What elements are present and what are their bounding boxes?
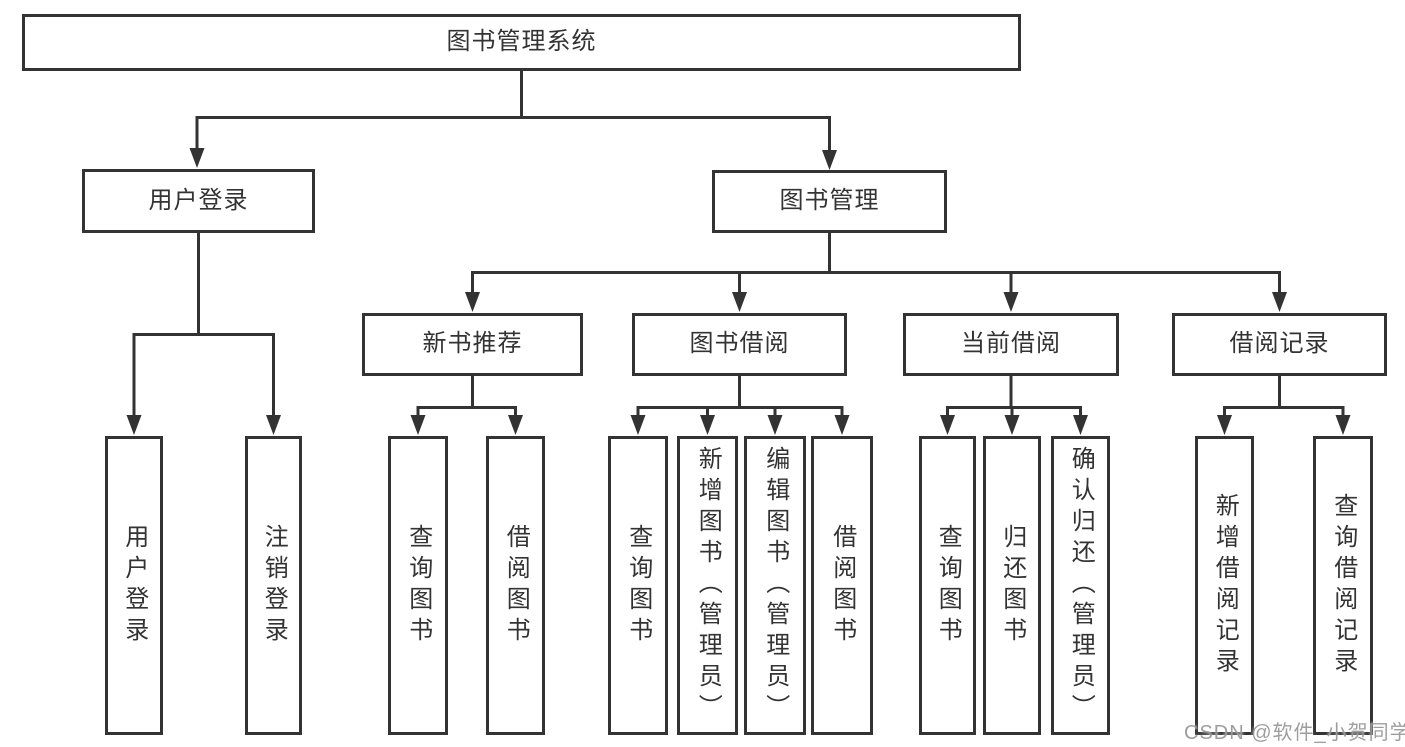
leaf-label: 借阅图书 [502, 523, 530, 648]
leaf-borrow-books-recommend: 借阅图书 [486, 436, 545, 735]
leaf-query-books-recommend: 查询图书 [388, 436, 448, 735]
leaf-add-borrow-record: 新增借阅记录 [1195, 436, 1254, 735]
leaf-label: 确认归还（管理员） [1067, 446, 1095, 725]
connector-new-book-children [410, 376, 523, 435]
arrow-down-icon [410, 415, 426, 435]
leaf-logout: 注销登录 [245, 436, 302, 735]
connector-borrow-record-children [1217, 376, 1351, 435]
leaf-label: 查询借阅记录 [1329, 492, 1357, 679]
leaf-label: 用户登录 [120, 523, 148, 648]
connector-book-borrow-children [630, 376, 850, 435]
arrow-down-icon [822, 150, 837, 170]
node-borrow-records: 借阅记录 [1172, 313, 1387, 376]
arrow-down-icon [732, 292, 747, 312]
leaf-label: 编辑图书（管理员） [761, 446, 789, 725]
node-user-login: 用户登录 [82, 169, 315, 233]
leaf-label: 查询图书 [934, 523, 962, 648]
node-book-borrow: 图书借阅 [632, 313, 847, 376]
arrow-down-icon [1335, 415, 1351, 435]
leaf-label: 新增借阅记录 [1211, 492, 1239, 679]
arrow-down-icon [1003, 292, 1019, 312]
arrow-down-icon [1073, 415, 1088, 435]
leaf-label: 归还图书 [998, 523, 1026, 648]
arrow-down-icon [1272, 292, 1287, 312]
leaf-label: 查询图书 [624, 523, 652, 648]
leaf-add-book-admin: 新增图书（管理员） [677, 436, 738, 735]
connector-user-login-children [126, 233, 281, 435]
arrow-down-icon [465, 292, 480, 312]
arrow-down-icon [767, 415, 783, 435]
node-new-book-recommend: 新书推荐 [362, 313, 583, 376]
arrow-down-icon [126, 415, 142, 435]
connector-current-borrow-children [940, 376, 1088, 435]
leaf-query-borrow-record: 查询借阅记录 [1313, 436, 1373, 735]
connector-root-to-level2 [189, 71, 837, 170]
leaf-user-login: 用户登录 [105, 436, 163, 735]
node-book-management: 图书管理 [712, 170, 947, 233]
arrow-down-icon [508, 415, 523, 435]
leaf-label: 查询图书 [404, 523, 432, 648]
node-library-management-system: 图书管理系统 [22, 14, 1021, 71]
node-current-borrow: 当前借阅 [903, 313, 1119, 376]
leaf-label: 注销登录 [260, 523, 288, 648]
arrow-down-icon [834, 415, 850, 435]
arrow-down-icon [700, 415, 715, 435]
connector-book-management-children [465, 233, 1287, 312]
leaf-confirm-return-admin: 确认归还（管理员） [1051, 436, 1110, 735]
arrow-down-icon [189, 148, 205, 168]
arrow-down-icon [1217, 415, 1232, 435]
leaf-label: 借阅图书 [828, 523, 856, 648]
leaf-return-books: 归还图书 [983, 436, 1041, 735]
leaf-borrow-books: 借阅图书 [811, 436, 873, 735]
leaf-label: 新增图书（管理员） [694, 446, 722, 725]
arrow-down-icon [940, 415, 955, 435]
csdn-watermark: CSDN @软件_小贺同学 [1184, 722, 1405, 744]
arrow-down-icon [1004, 415, 1020, 435]
leaf-edit-book-admin: 编辑图书（管理员） [744, 436, 806, 735]
arrow-down-icon [266, 415, 281, 435]
arrow-down-icon [630, 415, 646, 435]
leaf-query-books-borrow: 查询图书 [608, 436, 668, 735]
leaf-query-books-current: 查询图书 [919, 436, 976, 735]
